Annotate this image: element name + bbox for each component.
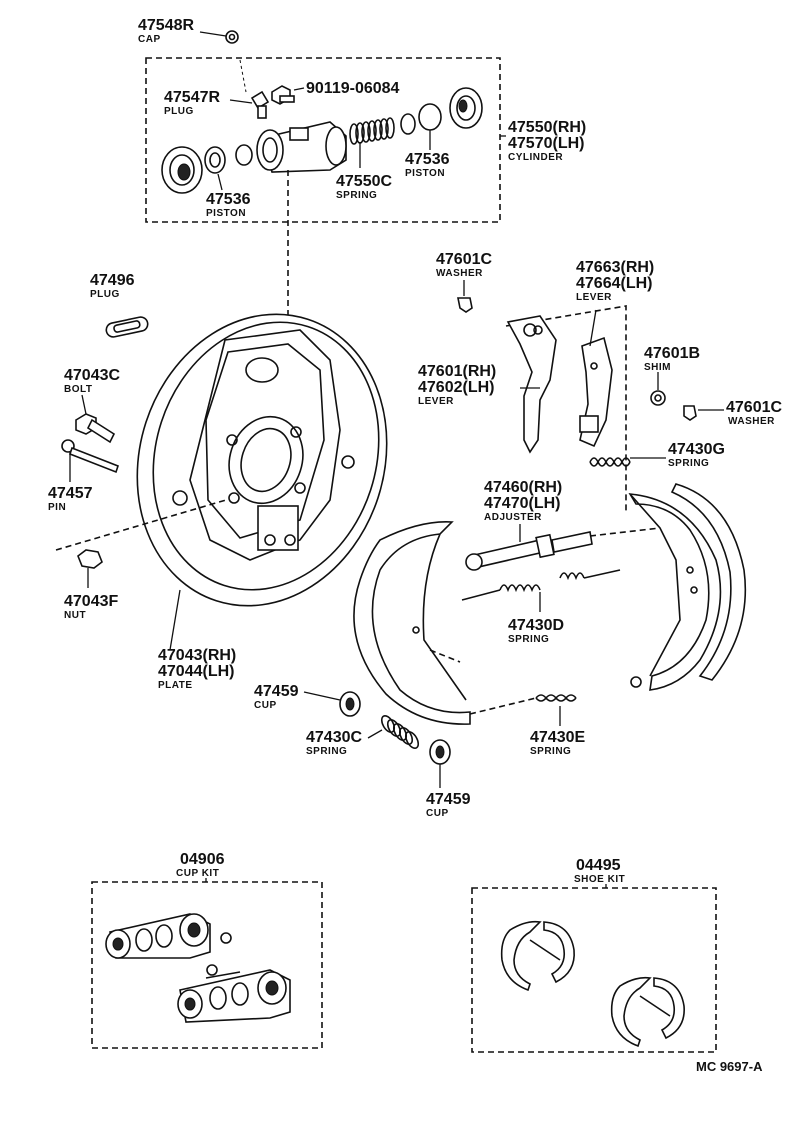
piston-r-number: 47536: [405, 151, 450, 168]
shoe-kit-number: 04495: [576, 857, 621, 874]
nut-number: 47043F: [64, 593, 118, 610]
nut-name: NUT: [64, 610, 86, 621]
cup-lower-number: 47459: [426, 791, 471, 808]
washer-right-part[interactable]: [683, 405, 724, 421]
adjuster-name: ADJUSTER: [484, 512, 542, 523]
lever-upper-number-rh: 47663(RH): [576, 259, 654, 276]
diagram-reference: MC 9697-A: [696, 1059, 763, 1074]
piston-r-name: PISTON: [405, 168, 445, 179]
cup-lower-name: CUP: [426, 808, 449, 819]
right-boot-part[interactable]: [449, 87, 483, 129]
cup-kit-box[interactable]: [91, 878, 323, 1049]
cup-lower-part[interactable]: [429, 739, 451, 788]
right-piston-part[interactable]: [418, 103, 442, 150]
spring-e-number: 47430E: [530, 729, 585, 746]
lever-upper-name: LEVER: [576, 292, 612, 303]
piston-l-number: 47536: [206, 191, 251, 208]
cup-kit-number: 04906: [180, 851, 225, 868]
cap-part[interactable]: [199, 30, 239, 44]
left-piston-part[interactable]: [204, 144, 253, 174]
plug-plate-name: PLUG: [90, 289, 120, 300]
cup-upper-number: 47459: [254, 683, 299, 700]
piston-l-name: PISTON: [206, 208, 246, 219]
adjuster-part[interactable]: [465, 524, 661, 571]
lever-lower-number-rh: 47601(RH): [418, 363, 496, 380]
bolt-number: 47043C: [64, 367, 120, 384]
spring-e-part[interactable]: [469, 694, 577, 726]
plate-name: PLATE: [158, 680, 193, 691]
adjuster-number-lh: 47470(LH): [484, 495, 560, 512]
cylinder-number-lh: 47570(LH): [508, 135, 584, 152]
washer-top-part[interactable]: [457, 280, 473, 313]
cylinder-spring-part[interactable]: [349, 113, 416, 168]
spring-c-number: 47430C: [306, 729, 362, 746]
pin-part[interactable]: [61, 439, 119, 482]
spring-d-number: 47430D: [508, 617, 564, 634]
cap-name: CAP: [138, 34, 161, 45]
right-brake-shoe-part[interactable]: [628, 483, 747, 691]
bolt-name: BOLT: [64, 384, 92, 395]
cylinder-number-rh: 47550(RH): [508, 119, 586, 136]
spring-d-name: SPRING: [508, 634, 549, 645]
washer-right-number: 47601C: [726, 399, 782, 416]
shim-part[interactable]: [650, 372, 666, 406]
shoe-kit-name: SHOE KIT: [574, 874, 625, 885]
spring-e-name: SPRING: [530, 746, 571, 757]
spring-c-part[interactable]: [367, 714, 421, 751]
plate-plug-part[interactable]: [105, 316, 149, 338]
lever-lower-name: LEVER: [418, 396, 454, 407]
spring-g-name: SPRING: [668, 458, 709, 469]
shoe-kit-box[interactable]: [471, 884, 717, 1053]
cap-number: 47548R: [138, 17, 194, 34]
adjuster-number-rh: 47460(RH): [484, 479, 562, 496]
spring-g-number: 47430G: [668, 441, 725, 458]
bolt-part[interactable]: [75, 394, 116, 444]
plug-cyl-number: 47547R: [164, 89, 220, 106]
cylinder-group-box: [145, 57, 501, 223]
pin-name: PIN: [48, 502, 66, 513]
left-boot-part[interactable]: [161, 146, 203, 194]
cylinder-body-part[interactable]: [256, 121, 347, 350]
spring-cyl-number: 47550C: [336, 173, 392, 190]
washer-top-number: 47601C: [436, 251, 492, 268]
plate-number-lh: 47044(LH): [158, 663, 234, 680]
pin-number: 47457: [48, 485, 93, 502]
cylinder-name: CYLINDER: [508, 152, 563, 163]
cup-kit-name: CUP KIT: [176, 868, 219, 879]
washer-right-name: WASHER: [728, 416, 775, 427]
plug-cyl-name: PLUG: [164, 106, 194, 117]
bleeder-plug-part[interactable]: [229, 59, 270, 119]
spring-d-part[interactable]: [461, 569, 621, 612]
plug-plate-number: 47496: [90, 272, 135, 289]
plate-number-rh: 47043(RH): [158, 647, 236, 664]
spring-g-part[interactable]: [589, 457, 666, 467]
spring-cyl-name: SPRING: [336, 190, 377, 201]
bolt-cyl-number: 90119-06084: [306, 80, 400, 97]
washer-top-name: WASHER: [436, 268, 483, 279]
shim-number: 47601B: [644, 345, 700, 362]
left-brake-shoe-part[interactable]: [353, 521, 471, 725]
lever-lower-number-lh: 47602(LH): [418, 379, 494, 396]
spring-c-name: SPRING: [306, 746, 347, 757]
nut-part[interactable]: [55, 499, 227, 588]
parking-lever-part[interactable]: [505, 305, 627, 514]
cylinder-bolt-part[interactable]: [271, 85, 305, 105]
lever-upper-number-lh: 47664(LH): [576, 275, 652, 292]
backing-plate-part[interactable]: [100, 282, 424, 651]
cup-upper-name: CUP: [254, 700, 277, 711]
cup-upper-part[interactable]: [303, 691, 361, 717]
shim-name: SHIM: [644, 362, 671, 373]
